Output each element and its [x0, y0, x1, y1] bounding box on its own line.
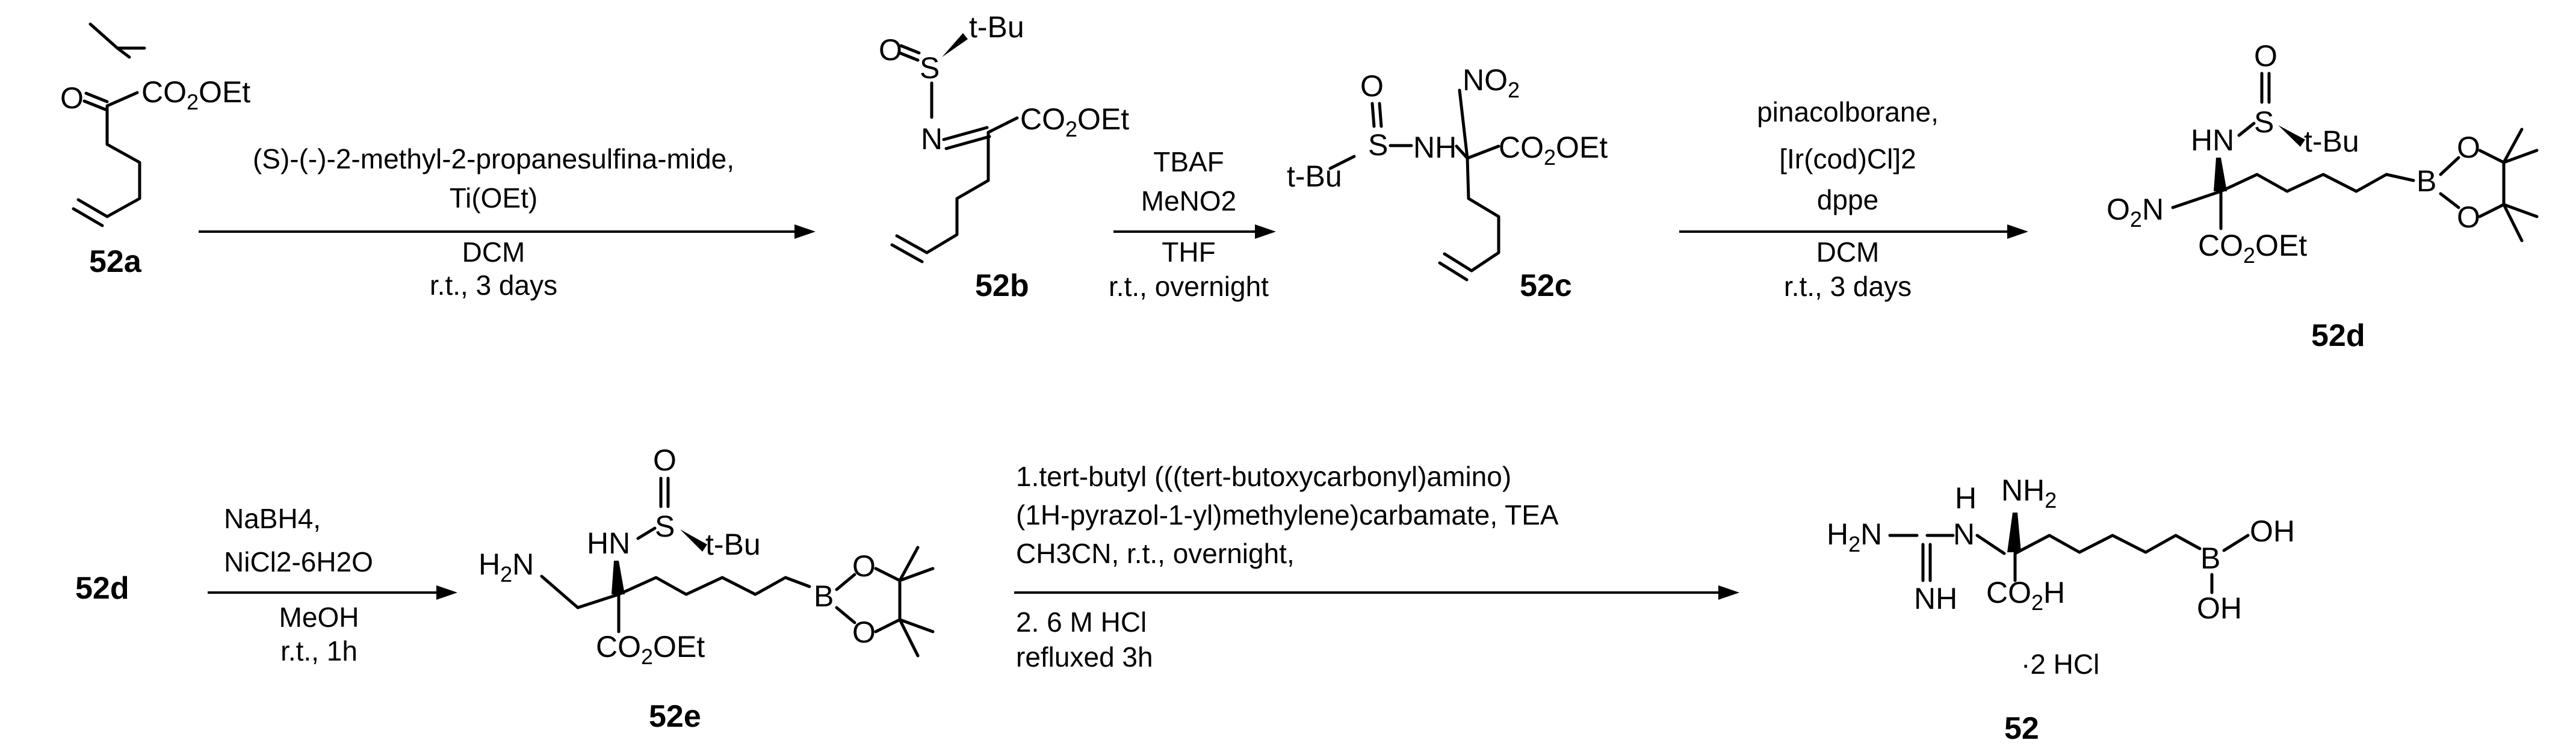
ester-CO2Et-b: CO2OEt [1020, 102, 1129, 141]
r2-reagent-2: MeNO2 [1141, 185, 1236, 217]
label-52c: 52c [1520, 268, 1572, 303]
r4-reagent-2: NiCl2-6H2O [224, 546, 373, 578]
r3-reagent-3: dppe [1817, 184, 1878, 215]
label-52d-start: 52d [75, 571, 129, 606]
r5-reagent-2: (1H-pyrazol-1-yl)methylene)carbamate, TE… [1016, 499, 1559, 531]
r1-solvent: DCM [462, 236, 525, 268]
r4-reagent-1: NaBH4, [224, 503, 321, 534]
nitro-group-d: O2N [2107, 193, 2164, 232]
r2-conditions: r.t., overnight [1109, 271, 1269, 302]
amine-NH2-52: NH2 [2001, 473, 2057, 513]
r5-step-2-conditions: refluxed 3h [1016, 641, 1153, 673]
reaction-arrow-3 [1679, 224, 2028, 239]
atom-S-d: S [2254, 105, 2274, 139]
atom-B-52: B [2200, 541, 2220, 575]
atom-B-d: B [2417, 164, 2436, 198]
hydroxyl-2-52: OH [2197, 591, 2242, 625]
r1-conditions: r.t., 3 days [430, 270, 557, 301]
r3-reagent-2: [Ir(cod)Cl]2 [1779, 143, 1916, 174]
compound-52d-structure: O S t-Bu HN O2N CO2OEt B O O [2107, 39, 2539, 268]
atom-O-sulfinyl-e: O [653, 443, 677, 477]
compound-52c-structure: O S t-Bu NH NO2 CO2OEt [1287, 63, 1608, 282]
reaction-arrow-2 [1113, 224, 1276, 239]
r1-reagent-line-2: Ti(OEt) [450, 182, 538, 214]
r5-reagent-3: CH3CN, r.t., overnight, [1016, 538, 1295, 569]
ester-CO2Et-e: CO2OEt [596, 630, 705, 669]
atom-S-c: S [1368, 128, 1388, 162]
atom-O-bpin-e2: O [852, 615, 876, 649]
r5-step-2: 2. 6 M HCl [1016, 606, 1147, 638]
r4-conditions: r.t., 1h [280, 635, 358, 667]
ester-CO2Et-c: CO2OEt [1499, 131, 1608, 170]
atom-O-sulfinyl-d: O [2254, 39, 2277, 73]
r2-reagent: TBAF [1153, 146, 1224, 177]
r3-reagent-1: pinacolborane, [1757, 96, 1939, 128]
atom-O-bpin-e1: O [852, 549, 876, 583]
label-52: 52 [2004, 711, 2039, 746]
ester-CO2Et-d: CO2OEt [2198, 229, 2307, 268]
atom-HN-e: HN [587, 526, 630, 560]
atom-O-bpin-1: O [2457, 131, 2480, 164]
hydroxyl-1-52: OH [2250, 514, 2295, 548]
tBu-group-e: t-Bu [705, 528, 761, 561]
reaction-arrow-4 [208, 585, 457, 600]
reaction-arrow-5 [1014, 585, 1739, 600]
r1-reagent-line-1: (S)-(-)-2-methyl-2-propanesulfina-mide, [253, 143, 734, 174]
compound-52a-structure: O CO2OEt [60, 22, 250, 227]
compound-52-structure: H2N NH H N NH2 CO2H B OH OH [1827, 473, 2295, 625]
atom-S-e: S [655, 510, 675, 543]
atom-HN-d: HN [2191, 123, 2234, 157]
tBu-group-c: t-Bu [1287, 159, 1342, 193]
atom-O-sulfinyl-c: O [1360, 69, 1384, 103]
label-52a: 52a [89, 244, 142, 279]
label-52d: 52d [2311, 318, 2365, 353]
amine-group-e: H2N [478, 547, 534, 587]
r3-solvent: DCM [1816, 236, 1880, 268]
label-52b: 52b [975, 268, 1029, 303]
atom-H-52: H [1955, 481, 1977, 515]
r3-conditions: r.t., 3 days [1784, 271, 1912, 302]
r5-reagent-1: 1.tert-butyl (((tert-butoxycarbonyl)amin… [1016, 461, 1511, 492]
atom-N-52: N [1953, 517, 1975, 551]
atom-S: S [920, 51, 940, 85]
nitro-group-c: NO2 [1463, 63, 1520, 102]
reaction-arrow-1 [199, 224, 816, 239]
atom-NH-imine-52: NH [1914, 582, 1957, 615]
r4-solvent: MeOH [279, 602, 359, 633]
ester-CO2Et: CO2OEt [141, 75, 250, 114]
compound-52e-structure: O S t-Bu HN H2N CO2OEt B O O [478, 443, 935, 669]
atom-O-ketone: O [60, 81, 84, 115]
label-52e: 52e [649, 699, 701, 734]
tBu-group-d: t-Bu [2304, 125, 2359, 158]
compound-52b-structure: O S t-Bu N CO2OEt [879, 10, 1129, 263]
amine-group-52: H2N [1827, 517, 1882, 556]
acid-CO2H-52: CO2H [1986, 576, 2065, 615]
salt-label: ·2 HCl [2021, 649, 2099, 680]
atom-O-sulfinyl: O [879, 33, 902, 67]
tBu-group: t-Bu [969, 10, 1024, 44]
r2-solvent: THF [1162, 236, 1215, 268]
atom-O-bpin-2: O [2457, 200, 2480, 234]
atom-NH-c: NH [1413, 131, 1457, 164]
atom-N-imine: N [921, 122, 943, 156]
atom-B-e: B [814, 579, 834, 613]
